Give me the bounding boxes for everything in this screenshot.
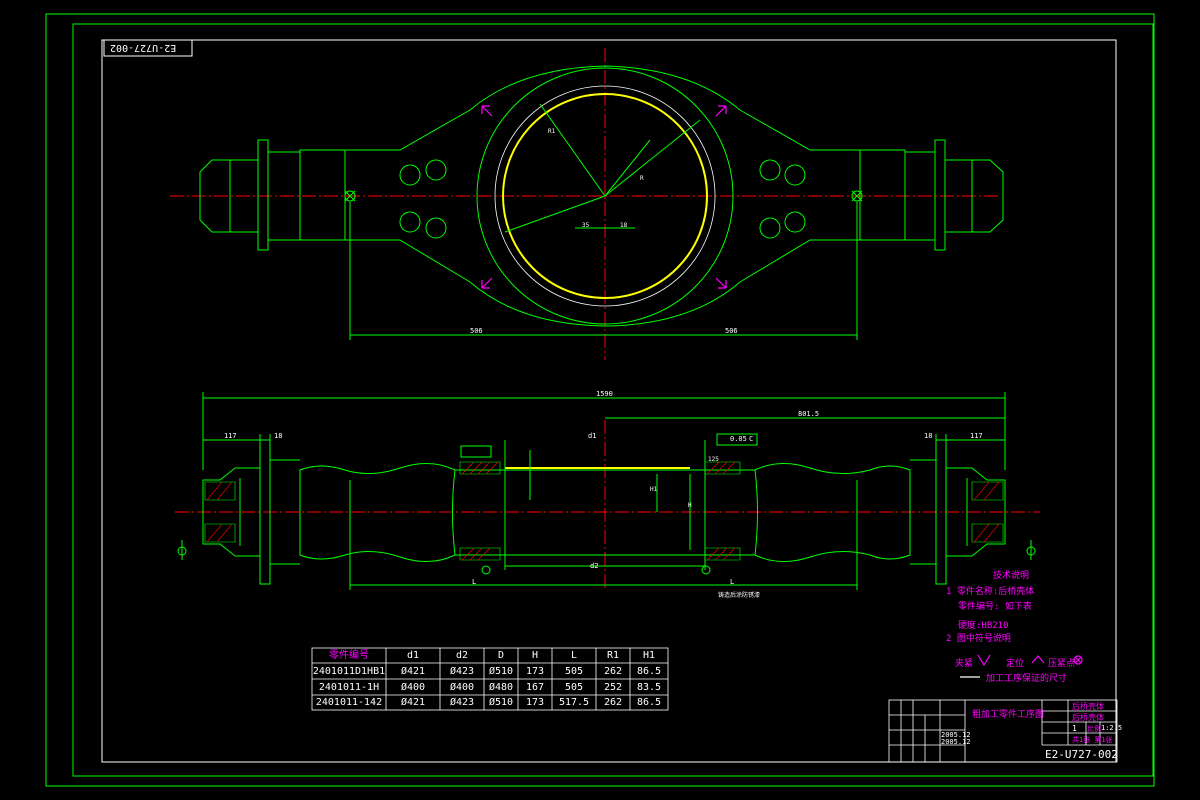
table-cell: 173 bbox=[525, 697, 545, 708]
table-cell: 83.5 bbox=[636, 682, 662, 693]
table-cell: Ø421 bbox=[400, 697, 426, 708]
table-header-H1: H1 bbox=[642, 650, 656, 661]
dim-right-end: 117 bbox=[970, 432, 983, 440]
table-header-R1: R1 bbox=[606, 650, 620, 661]
table-cell: 86.5 bbox=[636, 666, 662, 677]
table-cell: 262 bbox=[603, 697, 623, 708]
drawing-number-top: E2-U727-002 bbox=[110, 42, 177, 53]
table-cell: Ø423 bbox=[449, 697, 475, 708]
table-row: 2401011-1H bbox=[318, 682, 380, 693]
table-header-part: 零件编号 bbox=[329, 650, 369, 661]
title-block-sheet: 共1张 第1张 bbox=[1072, 736, 1113, 744]
title-block-mark2: 2005.12 bbox=[941, 738, 971, 746]
drawing-number-bottom: E2-U727-002 bbox=[1045, 748, 1118, 761]
table-cell: Ø510 bbox=[488, 697, 514, 708]
legend-machined: 加工工序保证的尺寸 bbox=[986, 674, 1068, 684]
dim-d2: d2 bbox=[590, 562, 599, 570]
dim-r1: R1 bbox=[548, 128, 556, 135]
table-cell: 86.5 bbox=[636, 697, 662, 708]
title-block-title: 粗加工零件工序图 bbox=[972, 710, 1045, 720]
title-block-r1: 后桥壳体 bbox=[1072, 702, 1104, 711]
title-block-r2: 后桥壳体 bbox=[1072, 713, 1104, 722]
axle-body bbox=[299, 463, 911, 562]
notes-line3: 硬度:HB210 bbox=[958, 621, 1009, 631]
drawing-border bbox=[101, 39, 1117, 763]
dim-tol: 0.05 bbox=[730, 435, 747, 443]
notes-line1: 1 零件名称:后桥壳体 bbox=[946, 587, 1035, 597]
outer-frame bbox=[45, 13, 1155, 787]
title-block-grid bbox=[888, 699, 1118, 763]
left-journal bbox=[199, 159, 258, 233]
title-block-scale: 1:2.5 bbox=[1101, 724, 1123, 732]
dim-r: R bbox=[640, 175, 644, 182]
right-journal bbox=[945, 159, 1004, 233]
dim-overall: 1590 bbox=[596, 390, 613, 398]
dim-h1: H1 bbox=[650, 486, 658, 493]
table-header-D: D bbox=[497, 650, 505, 661]
dim-chamfer: 125 bbox=[708, 456, 719, 463]
dim-small-b: 18 bbox=[620, 222, 628, 229]
legend-clamp: 夹紧 bbox=[955, 659, 974, 669]
dim-h: H bbox=[688, 502, 692, 509]
dim-top-left: 506 bbox=[470, 327, 483, 335]
parts-table-grid bbox=[311, 647, 669, 711]
right-flange bbox=[934, 139, 946, 251]
left-flange bbox=[257, 139, 269, 251]
notes-title: 技术说明 bbox=[993, 571, 1030, 581]
notes-line4: 2 图中符号说明 bbox=[946, 634, 1011, 644]
dim-left-flange: 18 bbox=[274, 432, 283, 440]
hatch-sections bbox=[204, 461, 1004, 561]
front-view bbox=[175, 392, 1040, 590]
table-cell: Ø510 bbox=[488, 666, 514, 677]
notes-line2: 零件编号: 如下表 bbox=[958, 602, 1032, 612]
dim-L-right: L bbox=[730, 578, 735, 586]
table-cell: 517.5 bbox=[558, 697, 590, 708]
table-cell: 173 bbox=[525, 666, 545, 677]
table-cell: Ø400 bbox=[449, 682, 475, 693]
table-row: 2401011-142 bbox=[315, 697, 383, 708]
table-cell: Ø400 bbox=[400, 682, 426, 693]
dim-left-end: 117 bbox=[224, 432, 237, 440]
title-block-qty: 1 bbox=[1072, 724, 1077, 733]
inner-frame bbox=[72, 23, 1154, 777]
table-header-d1: d1 bbox=[406, 650, 420, 661]
table-header-d2: d2 bbox=[455, 650, 469, 661]
table-cell: Ø421 bbox=[400, 666, 426, 677]
table-cell: 505 bbox=[564, 682, 584, 693]
dim-right-half: 801.5 bbox=[798, 410, 820, 418]
table-cell: Ø480 bbox=[488, 682, 514, 693]
title-block-scale-label: 比例 bbox=[1087, 725, 1101, 733]
note-small: 铸造后涂防锈漆 bbox=[718, 592, 761, 599]
table-header-H: H bbox=[531, 650, 539, 661]
datum-symbols bbox=[177, 433, 1036, 575]
outer-housing-circle bbox=[476, 67, 734, 325]
table-row: 2401011D1HB1 bbox=[312, 666, 386, 677]
drawing-number-box-top bbox=[103, 39, 193, 57]
table-cell: 505 bbox=[564, 666, 584, 677]
bore-circle bbox=[502, 93, 708, 299]
dim-d1: d1 bbox=[588, 432, 597, 440]
dim-L-left: L bbox=[472, 578, 477, 586]
table-header-L: L bbox=[570, 650, 578, 661]
dim-top-right: 506 bbox=[725, 327, 738, 335]
title-block-mark1: 2005.12 bbox=[941, 731, 971, 739]
dim-right-flange: 18 bbox=[924, 432, 933, 440]
table-cell: 262 bbox=[603, 666, 623, 677]
legend-locate: 定位 bbox=[1006, 659, 1025, 669]
top-view bbox=[170, 48, 1004, 360]
dim-ref: C bbox=[749, 435, 754, 443]
table-cell: Ø423 bbox=[449, 666, 475, 677]
dim-small-a: 35 bbox=[582, 222, 590, 229]
clamp-markers bbox=[481, 105, 727, 289]
legend-press: 压紧点 bbox=[1048, 659, 1076, 669]
table-cell: 167 bbox=[525, 682, 545, 693]
legend-symbols bbox=[960, 654, 1083, 678]
table-cell: 252 bbox=[603, 682, 623, 693]
